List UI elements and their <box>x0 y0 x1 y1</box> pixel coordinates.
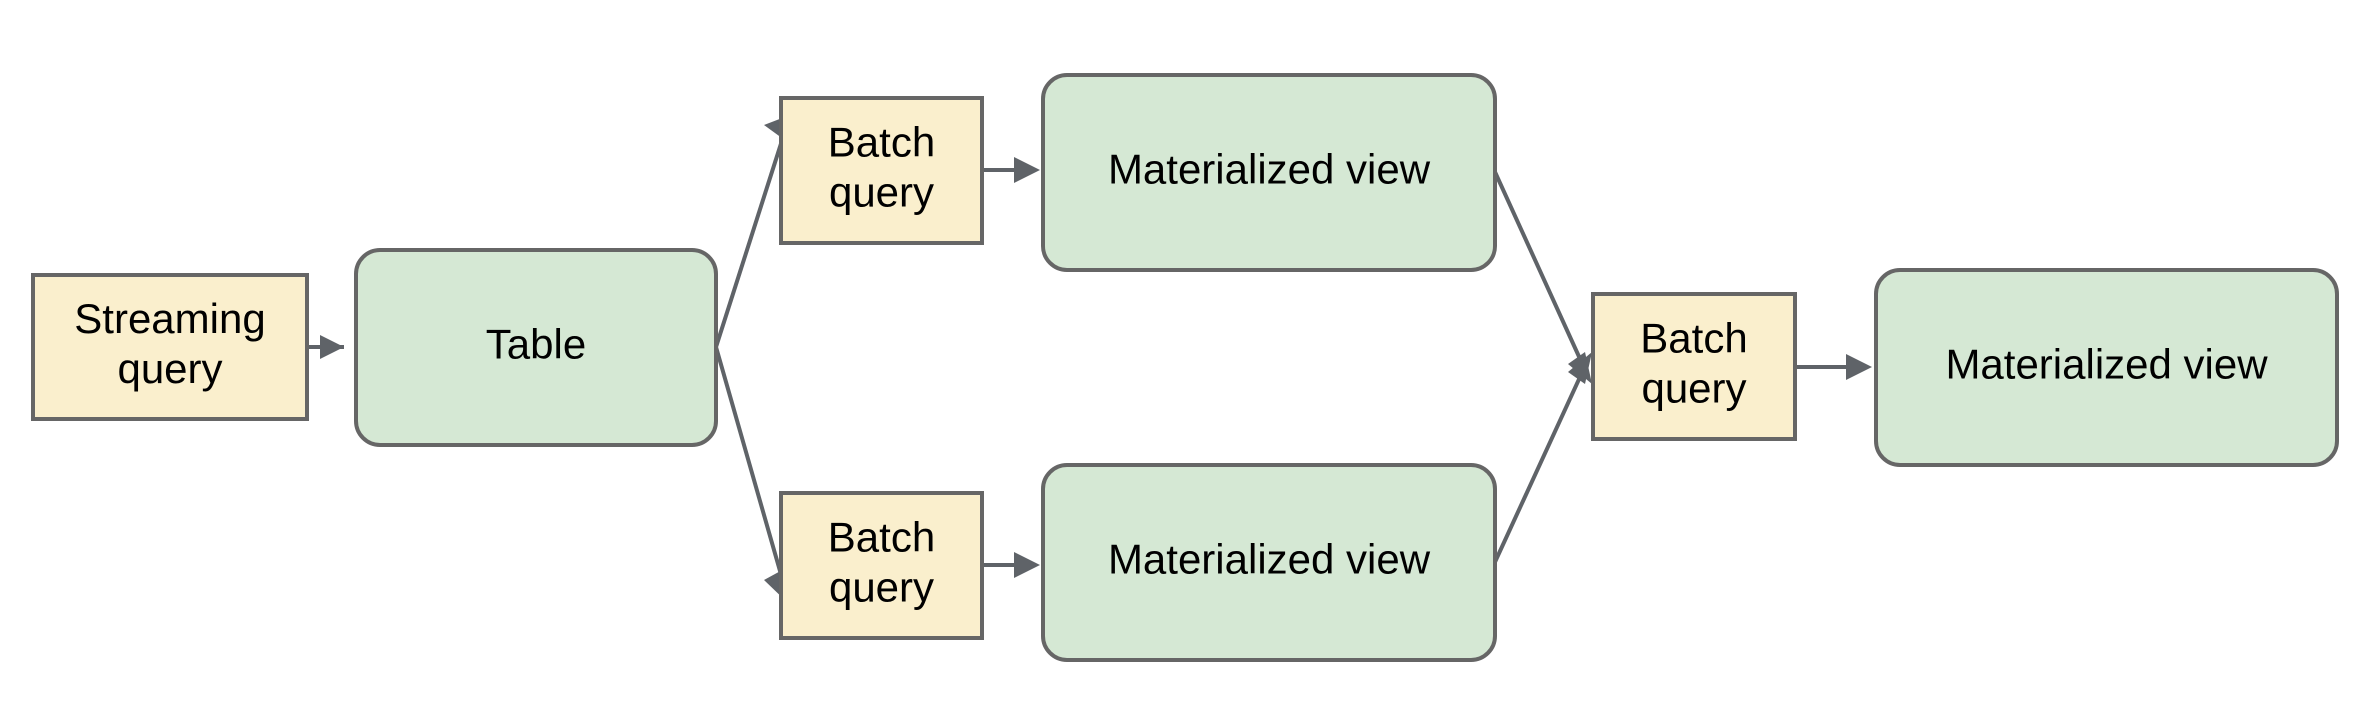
node-shape-materialized-view-top <box>1041 73 1497 272</box>
node-shape-materialized-view-final <box>1874 268 2339 467</box>
arrowhead-icon <box>1846 354 1872 380</box>
edge-line <box>714 127 788 348</box>
node-shape-batch-query-bottom <box>779 491 984 640</box>
edge-batch-query-top-to-materialized-view-top <box>982 157 1040 183</box>
node-table[interactable]: Table <box>354 248 718 447</box>
node-label-batch-query-final: query <box>1641 365 1746 412</box>
edge-batch-query-final-to-materialized-view-final <box>1795 354 1872 380</box>
edge-table-to-batch-query-top <box>714 115 790 348</box>
node-materialized-view-bottom[interactable]: Materialized view <box>1041 463 1497 662</box>
edge-table-to-batch-query-bottom <box>714 346 790 605</box>
arrowhead-icon <box>320 335 344 359</box>
arrowhead-icon <box>1014 157 1040 183</box>
edge-materialized-view-bottom-to-batch-query-final <box>1493 352 1592 563</box>
node-shape-table <box>354 248 718 447</box>
arrowhead-icon <box>1014 552 1040 578</box>
node-label-materialized-view-final: Materialized view <box>1945 341 2268 388</box>
node-label-materialized-view-bottom: Materialized view <box>1108 536 1431 583</box>
edge-line <box>1493 171 1588 373</box>
node-label-batch-query-bottom: query <box>829 564 934 611</box>
edge-layer <box>307 115 1872 605</box>
edge-line <box>1493 363 1588 563</box>
edge-materialized-view-top-to-batch-query-final <box>1493 171 1592 384</box>
node-label-batch-query-top: query <box>829 169 934 216</box>
node-label-streaming-query: Streaming <box>74 295 265 342</box>
node-materialized-view-final[interactable]: Materialized view <box>1874 268 2339 467</box>
node-label-batch-query-top: Batch <box>828 119 935 166</box>
node-shape-batch-query-final <box>1591 292 1797 441</box>
node-shape-batch-query-top <box>779 96 984 245</box>
node-label-streaming-query: query <box>117 345 222 392</box>
edge-streaming-query-to-table <box>307 335 344 359</box>
node-label-batch-query-final: Batch <box>1640 315 1747 362</box>
node-label-materialized-view-top: Materialized view <box>1108 146 1431 193</box>
node-materialized-view-top[interactable]: Materialized view <box>1041 73 1497 272</box>
node-shape-materialized-view-bottom <box>1041 463 1497 662</box>
node-label-batch-query-bottom: Batch <box>828 514 935 561</box>
edge-batch-query-bottom-to-materialized-view-bottom <box>982 552 1040 578</box>
node-label-table: Table <box>486 321 586 368</box>
edge-line <box>714 346 788 593</box>
node-shape-streaming-query <box>31 273 309 421</box>
arrowhead-icon <box>1568 352 1592 384</box>
